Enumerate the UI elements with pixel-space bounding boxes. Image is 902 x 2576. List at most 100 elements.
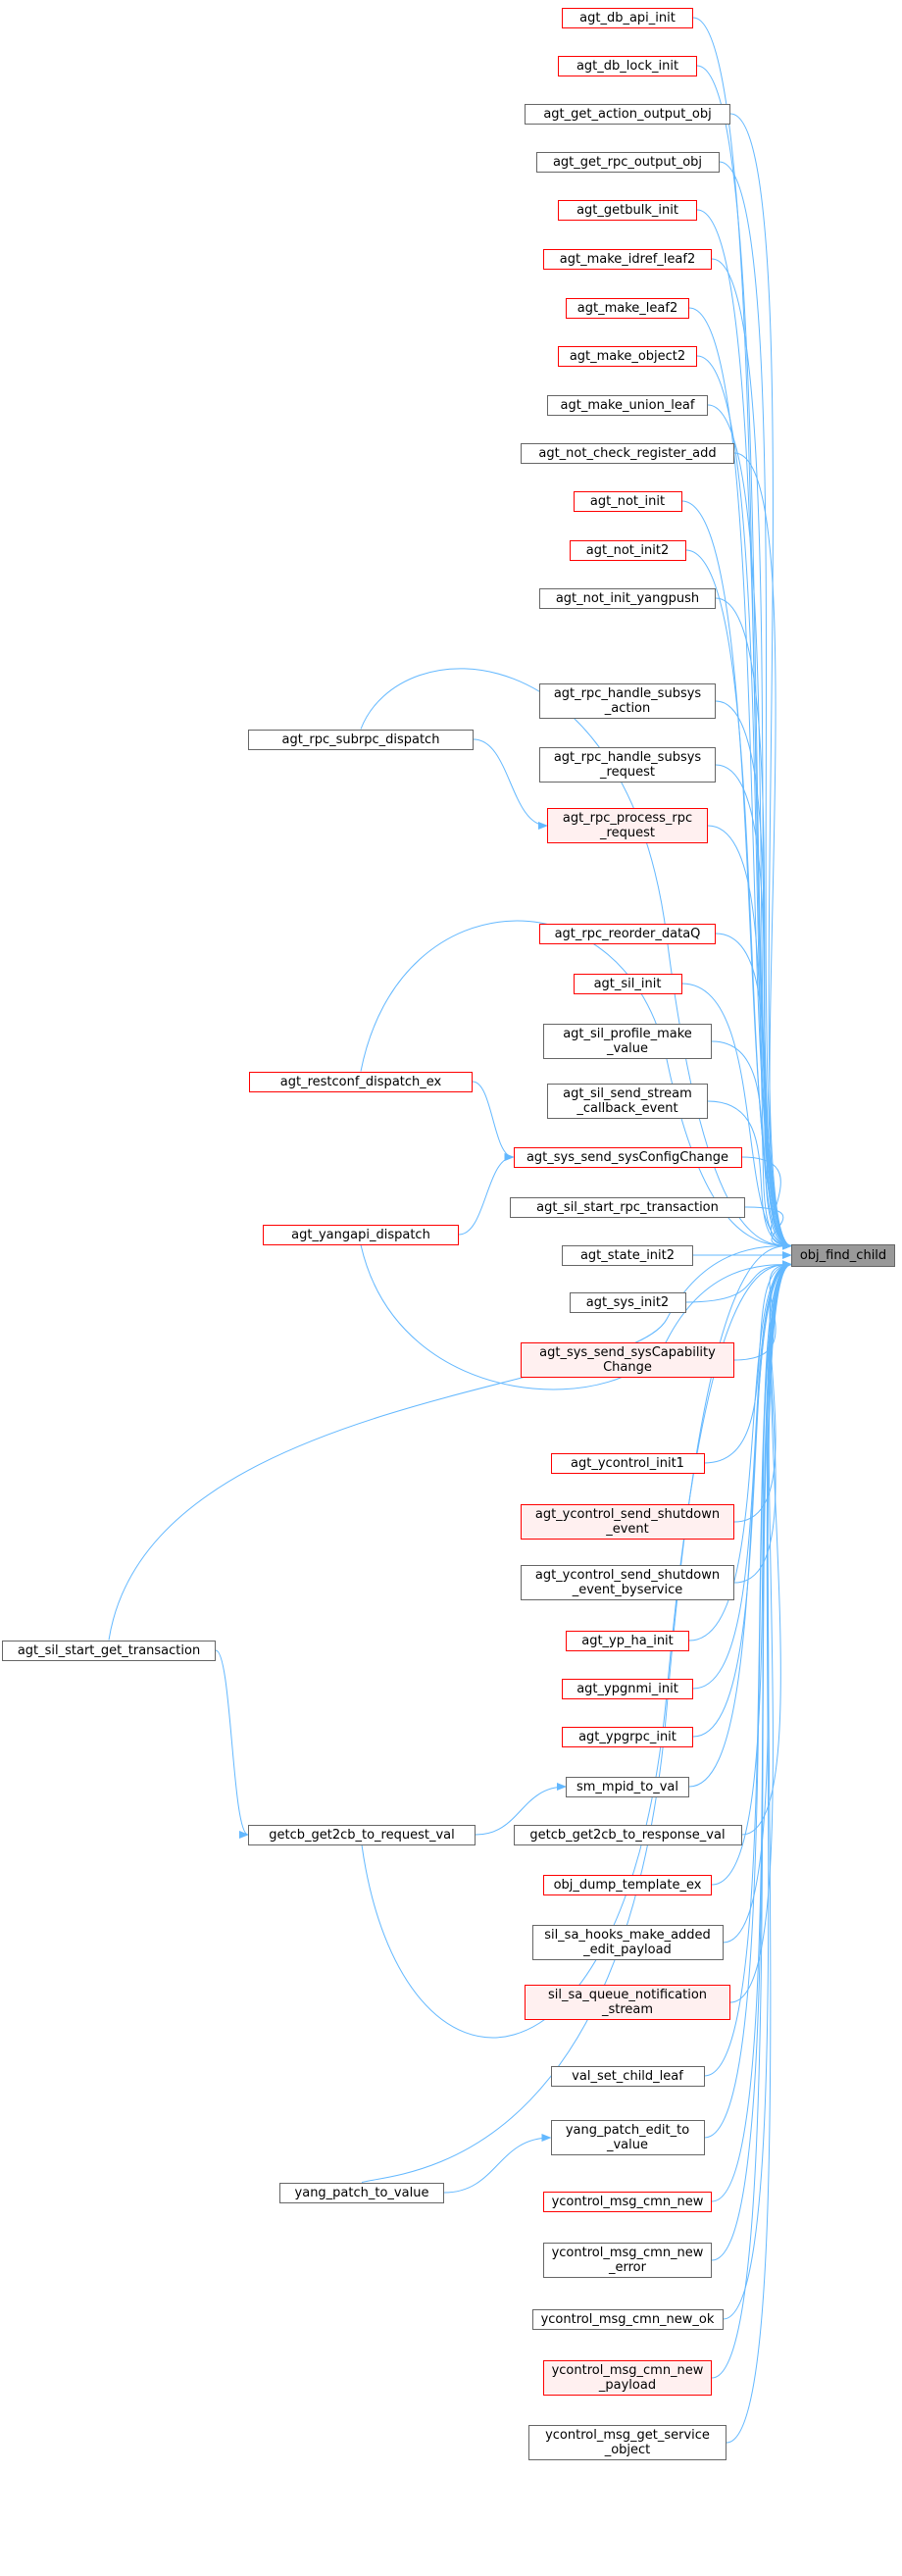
caller-function-node[interactable]: obj_dump_template_ex [543, 1874, 712, 1895]
call-edge [472, 1081, 515, 1161]
node-label: agt_make_union_leaf [560, 397, 695, 413]
caller-function-node[interactable]: agt_get_action_output_obj [525, 103, 730, 125]
caller-function-node[interactable]: sil_sa_hooks_make_added _edit_payload [531, 1925, 724, 1960]
caller-function-node[interactable]: agt_rpc_process_rpc _request [547, 808, 708, 843]
node-label: ycontrol_msg_cmn_new _payload [551, 2363, 704, 2393]
call-edge [692, 1260, 792, 1690]
caller-function-node[interactable]: agt_ycontrol_send_shutdown _event [521, 1504, 734, 1540]
call-edge [688, 1260, 792, 1642]
call-edge [704, 1260, 792, 1464]
call-edge [692, 1260, 792, 1738]
caller-function-node[interactable]: agt_rpc_subrpc_dispatch [248, 729, 474, 750]
caller-function-node[interactable]: agt_yangapi_dispatch [263, 1224, 459, 1245]
caller-function-node[interactable]: agt_sil_start_get_transaction [2, 1640, 216, 1661]
caller-function-node[interactable]: agt_db_lock_init [558, 55, 697, 76]
node-label: agt_rpc_process_rpc _request [562, 811, 693, 840]
node-label: sil_sa_hooks_make_added _edit_payload [544, 1928, 711, 1957]
call-edge [473, 738, 548, 830]
node-label: agt_ypgnmi_init [576, 1681, 678, 1696]
caller-function-node[interactable]: sil_sa_queue_notification _stream [525, 1985, 730, 2020]
caller-function-node[interactable]: agt_rpc_handle_subsys _action [539, 683, 716, 719]
caller-function-node[interactable]: agt_not_init2 [569, 539, 686, 561]
node-label: agt_not_init_yangpush [555, 590, 700, 606]
caller-function-node[interactable]: getcb_get2cb_to_response_val [513, 1824, 742, 1845]
caller-function-node[interactable]: agt_state_init2 [562, 1244, 693, 1266]
caller-function-node[interactable]: agt_rpc_handle_subsys _request [539, 747, 716, 783]
caller-function-node[interactable]: agt_ycontrol_send_shutdown _event_byserv… [521, 1565, 734, 1600]
call-edge [711, 1260, 792, 2261]
caller-function-node[interactable]: agt_make_object2 [558, 345, 697, 367]
call-edge [360, 668, 792, 1250]
caller-function-node[interactable]: agt_make_leaf2 [566, 297, 689, 319]
call-edge [360, 920, 792, 1250]
call-edge [704, 1260, 792, 2139]
node-label: agt_not_check_register_add [538, 445, 717, 461]
node-label: ycontrol_msg_get_service _object [545, 2428, 710, 2457]
call-edge [719, 161, 792, 1250]
node-label: agt_make_leaf2 [576, 300, 678, 316]
node-label: agt_rpc_subrpc_dispatch [281, 732, 440, 747]
node-label: agt_yangapi_dispatch [291, 1227, 430, 1242]
caller-function-node[interactable]: agt_sys_init2 [569, 1291, 686, 1313]
caller-function-node[interactable]: agt_ypgnmi_init [562, 1678, 693, 1699]
call-edge [711, 258, 792, 1250]
node-label: agt_sil_init [593, 976, 662, 991]
call-edge [711, 1260, 792, 2379]
call-edge [685, 1260, 792, 1303]
caller-function-node[interactable]: agt_sil_profile_make _value [543, 1024, 712, 1059]
caller-function-node[interactable]: ycontrol_msg_get_service _object [528, 2425, 727, 2460]
caller-function-node[interactable]: agt_make_idref_leaf2 [543, 248, 712, 270]
caller-function-node[interactable]: agt_sys_send_sysConfigChange [513, 1146, 742, 1168]
caller-function-node[interactable]: ycontrol_msg_cmn_new [543, 2191, 712, 2212]
caller-function-node[interactable]: ycontrol_msg_cmn_new_ok [531, 2308, 724, 2330]
caller-function-node[interactable]: agt_not_init_yangpush [539, 587, 716, 609]
node-label: agt_rpc_handle_subsys _request [553, 750, 702, 780]
call-edge [688, 1260, 792, 1788]
caller-function-node[interactable]: agt_not_check_register_add [521, 442, 734, 464]
caller-function-node[interactable]: sm_mpid_to_val [566, 1776, 689, 1797]
node-label: agt_yp_ha_init [581, 1633, 674, 1648]
node-label: agt_db_api_init [579, 10, 676, 25]
node-label: agt_sys_init2 [585, 1294, 670, 1310]
caller-function-node[interactable]: agt_getbulk_init [558, 199, 697, 221]
node-label: val_set_child_leaf [572, 2068, 683, 2084]
node-label: agt_rpc_handle_subsys _action [553, 686, 702, 716]
caller-function-node[interactable]: agt_ycontrol_init1 [550, 1452, 705, 1474]
caller-function-node[interactable]: agt_sil_send_stream _callback_event [547, 1084, 708, 1119]
call-edge [733, 452, 792, 1250]
node-label: sil_sa_queue_notification _stream [547, 1988, 708, 2017]
call-edge [361, 1241, 792, 2183]
caller-function-node[interactable]: agt_db_api_init [562, 7, 693, 28]
caller-function-node[interactable]: agt_sys_send_sysCapability Change [521, 1342, 734, 1378]
call-edge [443, 2134, 552, 2194]
caller-function-node[interactable]: agt_get_rpc_output_obj [535, 151, 720, 173]
caller-function-node[interactable]: val_set_child_leaf [550, 2065, 705, 2087]
node-label: agt_sys_send_sysCapability Change [539, 1345, 716, 1375]
call-edge [361, 1260, 792, 2039]
caller-function-node[interactable]: agt_ypgrpc_init [562, 1726, 693, 1747]
node-label: agt_not_init2 [585, 542, 670, 558]
caller-function-node[interactable]: yang_patch_edit_to _value [550, 2120, 705, 2155]
node-label: getcb_get2cb_to_request_val [269, 1827, 455, 1843]
caller-function-node[interactable]: getcb_get2cb_to_request_val [248, 1824, 476, 1845]
caller-function-node[interactable]: agt_restconf_dispatch_ex [249, 1071, 473, 1092]
node-label: agt_state_init2 [579, 1247, 676, 1263]
node-label: sm_mpid_to_val [576, 1779, 679, 1794]
caller-function-node[interactable]: agt_rpc_reorder_dataQ [539, 923, 716, 944]
caller-function-node[interactable]: agt_yp_ha_init [566, 1630, 689, 1651]
call-edge [696, 65, 792, 1250]
node-label: agt_make_object2 [569, 348, 686, 364]
caller-function-node[interactable]: agt_not_init [573, 490, 682, 512]
caller-function-node[interactable]: agt_sil_init [573, 973, 682, 994]
call-edge [711, 1040, 792, 1250]
caller-function-node[interactable]: agt_make_union_leaf [547, 394, 708, 416]
call-edge [726, 1260, 792, 2444]
node-label: obj_dump_template_ex [553, 1877, 702, 1893]
node-label: agt_db_lock_init [576, 58, 679, 74]
caller-function-node[interactable]: ycontrol_msg_cmn_new _error [543, 2243, 712, 2278]
caller-function-node[interactable]: ycontrol_msg_cmn_new _payload [543, 2360, 712, 2396]
caller-function-node[interactable]: yang_patch_to_value [279, 2182, 444, 2203]
node-label: agt_sil_start_rpc_transaction [536, 1199, 719, 1215]
caller-function-node[interactable]: agt_sil_start_rpc_transaction [510, 1196, 745, 1218]
